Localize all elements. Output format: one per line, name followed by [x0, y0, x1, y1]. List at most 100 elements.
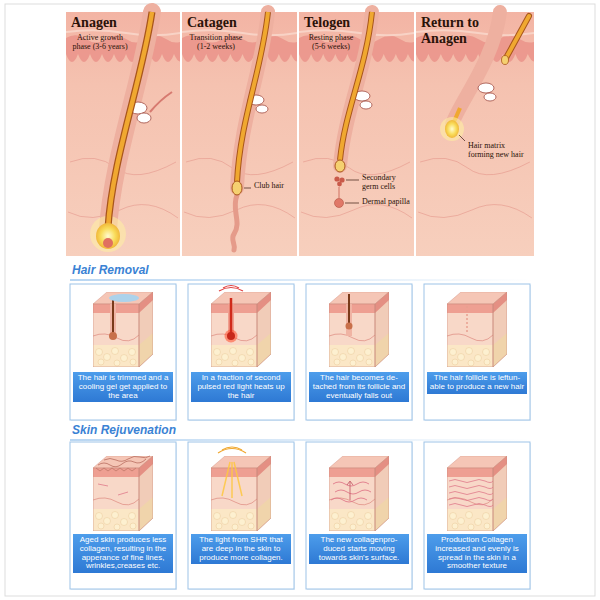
card-frame [188, 284, 294, 420]
arrector-muscle [150, 92, 172, 112]
skin-block [329, 456, 389, 531]
phase-heading: Return to Anagen [421, 15, 497, 47]
card-shadow [189, 285, 295, 421]
club-hair-end [502, 56, 509, 65]
caption-text: The light from SHR that are deep in the … [193, 536, 289, 562]
wrinkle [98, 459, 146, 467]
shed-hair [506, 16, 529, 58]
phase-panel: AnagenActive growth phase (3-6 years) [66, 12, 180, 256]
skin-block [447, 456, 507, 531]
dermal-papilla [335, 199, 344, 208]
card-frame [70, 442, 176, 589]
hair-bulb [227, 332, 235, 340]
hair-cycle-panels [66, 12, 540, 256]
caption-text: In a fraction of second pulsed red light… [193, 374, 289, 400]
collagen-fiber [449, 486, 493, 489]
sebaceous-gland [256, 105, 268, 113]
collagen-fiber [335, 490, 371, 494]
removal-step-3 [346, 294, 353, 336]
dermal-papilla [103, 238, 113, 248]
cooling-gel [109, 294, 139, 302]
phase-duration: Resting phase (5-6 weeks) [304, 34, 358, 52]
caption-text: The hair follicle is leftun- able to pro… [429, 374, 525, 392]
part-label: Dermal papilla [362, 198, 412, 207]
skin-block [211, 292, 271, 367]
club-hair-end [232, 181, 242, 195]
caption-box: The new collagenpro- duced starts moving… [309, 534, 409, 564]
phase-heading: Telogen [304, 15, 404, 31]
removal-step-2 [219, 286, 243, 343]
skin-panel [66, 12, 186, 256]
phase-panel: Return to AnagenHair matrix forming new … [416, 12, 534, 256]
skin-block [329, 292, 389, 367]
matrix-glow [440, 117, 464, 141]
card-shadow [307, 285, 413, 421]
light-wave [223, 286, 239, 289]
skin-block [93, 292, 153, 367]
skin-panel [416, 12, 540, 256]
removal-step-4 [467, 306, 468, 334]
skin-block [93, 456, 153, 531]
leader-line [346, 180, 359, 181]
sebaceous-gland [360, 101, 372, 109]
part-label: Hair matrix forming new hair [468, 142, 530, 160]
club-hair-end [335, 160, 345, 172]
hair-bulb [96, 223, 120, 249]
caption-text: Production Collagen increased and evenly… [429, 536, 525, 571]
collagen-fiber [331, 498, 367, 502]
caption-box: The hair is trimmed and a cooling gel ge… [73, 372, 173, 402]
caption-text: Aged skin produces less collagen, result… [75, 536, 171, 571]
caption-box: The light from SHR that are deep in the … [191, 534, 291, 564]
part-label: Club hair [254, 182, 294, 191]
card-shadow [425, 285, 531, 421]
phase-duration: Active growth phase (3-6 years) [71, 34, 129, 52]
rejuvenation-step-2 [218, 447, 246, 498]
removal-step-1 [109, 294, 139, 340]
caption-box: In a fraction of second pulsed red light… [191, 372, 291, 402]
skin-block [447, 292, 507, 367]
caption-text: The hair becomes de- tached from its fol… [311, 374, 407, 400]
card-shadow [425, 443, 531, 590]
regressing-tail [233, 195, 237, 250]
leader-line [459, 135, 465, 141]
leader-line [244, 188, 251, 189]
upward-mark [347, 481, 353, 500]
germ-cells [337, 182, 342, 187]
phase-duration: Transition phase (1-2 weeks) [187, 34, 245, 52]
wrinkle [96, 468, 136, 471]
card-frame [70, 284, 176, 420]
collagen-fiber [449, 480, 493, 483]
light-ray [234, 462, 242, 496]
rejuvenation-step-4 [449, 480, 493, 507]
section-bar [70, 439, 532, 441]
phase-panel: CatagenTransition phase (1-2 weeks)Club … [182, 12, 297, 256]
collagen-fiber [449, 498, 493, 501]
hair-matrix [445, 120, 459, 138]
section-title: Hair Removal [72, 264, 149, 278]
section-bar [70, 279, 532, 281]
phase-heading: Anagen [71, 15, 171, 31]
trimmed-hair [112, 300, 114, 334]
collagen-fiber [118, 492, 128, 495]
skin-block [211, 456, 271, 531]
hair-bulb [109, 332, 117, 340]
light-wave [218, 449, 246, 454]
wrinkle [104, 456, 150, 461]
sebaceous-gland [484, 93, 496, 101]
rejuvenation-step-3 [331, 481, 371, 502]
card-frame [306, 442, 412, 589]
card-shadow [71, 443, 177, 590]
light-wave [219, 288, 243, 292]
card-shadow [71, 285, 177, 421]
caption-text: The hair is trimmed and a cooling gel ge… [75, 374, 171, 400]
shed-hair [506, 16, 529, 58]
caption-box: The hair follicle is leftun- able to pro… [427, 372, 527, 394]
skin-panel [299, 12, 420, 256]
card-shadow [307, 443, 413, 590]
card-frame [188, 442, 294, 589]
leader-line [345, 203, 359, 204]
card-frames [70, 284, 531, 590]
collagen-fiber [449, 504, 493, 507]
card-frame [424, 442, 530, 589]
